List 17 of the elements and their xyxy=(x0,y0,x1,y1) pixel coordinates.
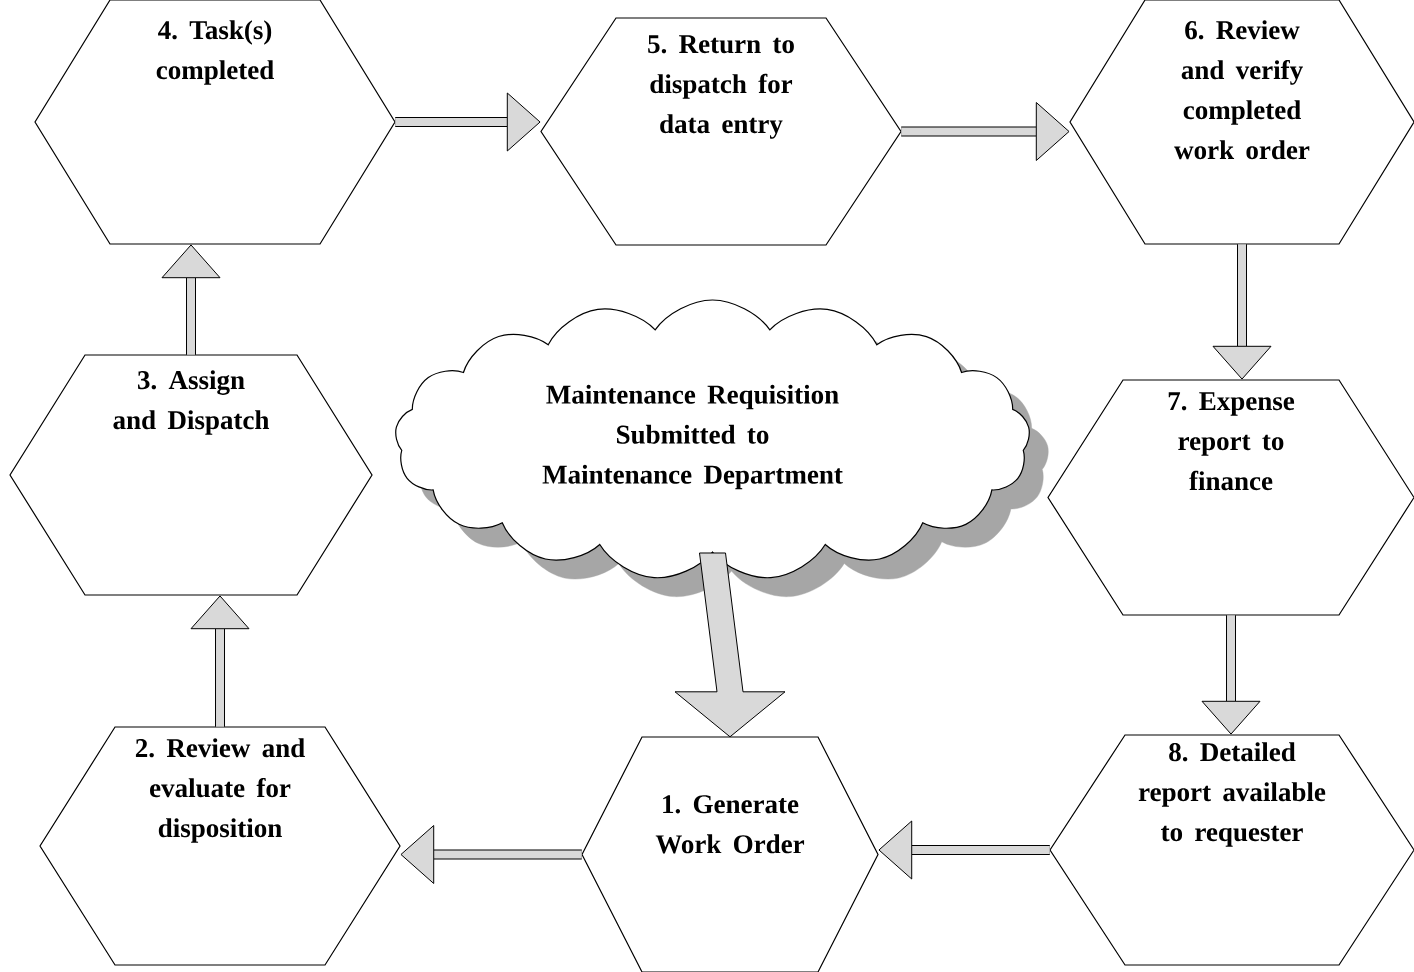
process-hexagon: 2. Review and evaluate for disposition xyxy=(39,726,401,966)
process-hexagon: 1. Generate Work Order xyxy=(581,736,879,972)
process-hexagon: 4. Task(s) completed xyxy=(34,0,396,245)
block-arrow xyxy=(1201,615,1261,735)
block-arrow xyxy=(674,552,786,738)
block-arrow xyxy=(901,102,1070,161)
block-arrow xyxy=(1212,244,1272,380)
block-arrow xyxy=(190,595,250,727)
process-hexagon: 8. Detailed report available to requester xyxy=(1049,734,1414,966)
block-arrow xyxy=(878,820,1050,880)
block-arrow xyxy=(161,244,221,355)
process-hexagon: 3. Assign and Dispatch xyxy=(9,354,373,596)
process-hexagon: 7. Expense report to finance xyxy=(1047,379,1414,616)
process-hexagon: 6. Review and verify completed work order xyxy=(1069,0,1414,245)
block-arrow xyxy=(400,825,582,884)
process-hexagon: 5. Return to dispatch for data entry xyxy=(540,17,902,246)
block-arrow xyxy=(395,92,541,152)
